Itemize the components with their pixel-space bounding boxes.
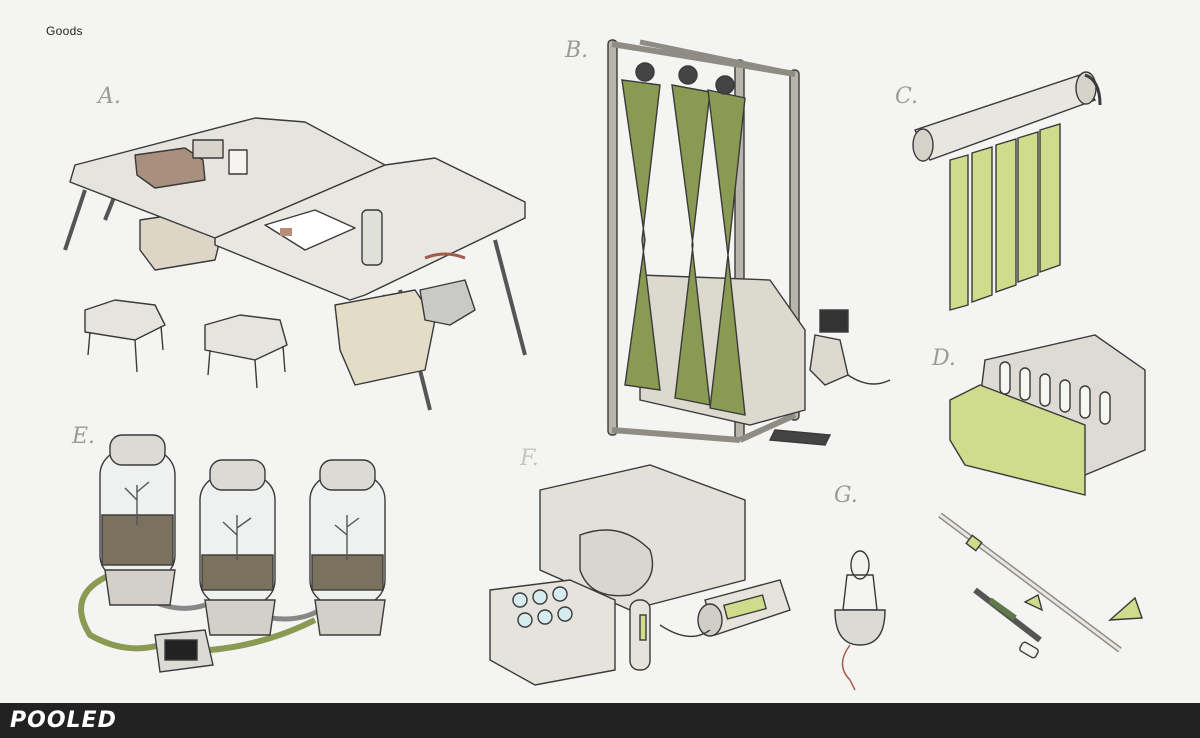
label-d: D.	[932, 346, 956, 371]
label-a: A.	[98, 84, 121, 109]
concept-art-sheet: Goods A. B. C. D. E. F. G.	[46, 24, 1146, 691]
label-b: B.	[565, 38, 589, 63]
page-title: Goods	[46, 24, 83, 38]
label-g: G.	[834, 483, 858, 508]
tool-set-illustration	[938, 512, 1143, 659]
label-c: C.	[895, 84, 919, 109]
equipment-case-illustration	[489, 464, 791, 686]
roller-banner-illustration	[912, 71, 1102, 311]
footer-bar: POOLED	[0, 703, 1200, 738]
brand-logo: POOLED	[10, 708, 117, 733]
rack-with-panels-illustration	[607, 39, 891, 446]
label-e: E.	[72, 424, 96, 449]
lamp-device-illustration	[834, 550, 886, 691]
terrarium-set-illustration	[78, 434, 386, 673]
bulb-tray-illustration	[949, 334, 1146, 496]
folding-table-illustration	[63, 117, 527, 411]
label-f: F.	[520, 446, 539, 471]
